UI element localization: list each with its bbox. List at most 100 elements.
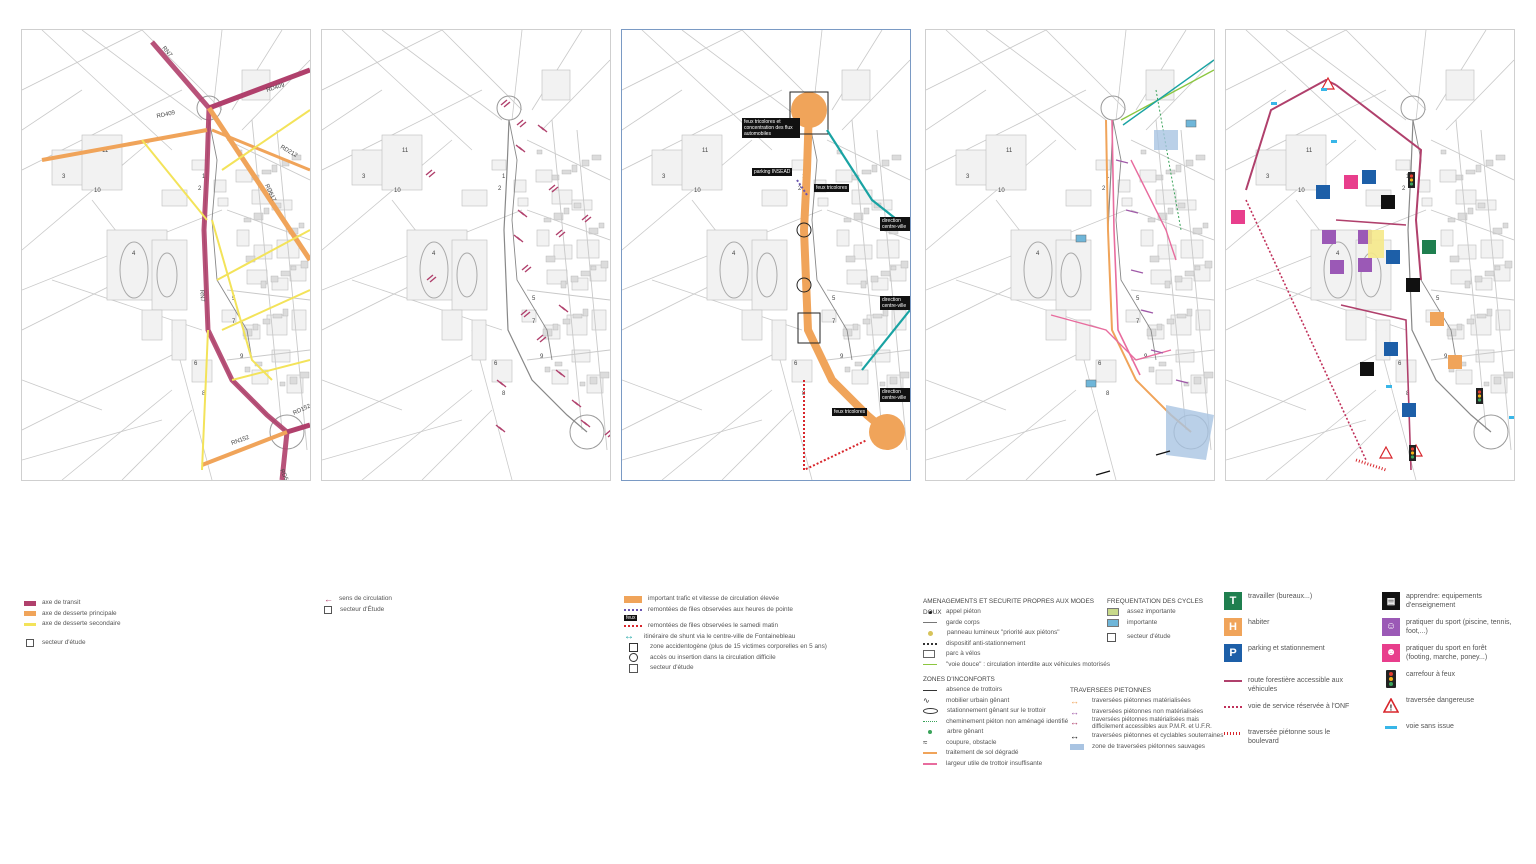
building-block: [835, 169, 853, 183]
swatch: [624, 595, 642, 603]
legend-label: parking et stationnement: [1248, 645, 1325, 652]
legend-label: accès ou insertion dans la circulation d…: [650, 653, 776, 661]
zigzag-icon: ≈: [923, 737, 928, 747]
building: [571, 164, 578, 173]
double-arrow-icon: ↔: [1070, 717, 1079, 727]
bike-parking: [1185, 119, 1197, 128]
sector-number: 11: [1006, 148, 1013, 154]
legend-item: ↔traversées piétonnes matérialisées mais…: [1070, 717, 1220, 731]
building: [854, 361, 863, 367]
legend-label: cheminement piéton non aménagé identifié: [946, 717, 1069, 725]
building-block: [1095, 359, 1117, 383]
roundabout: [1400, 95, 1426, 121]
street: [526, 349, 610, 361]
building-block: [1457, 244, 1477, 260]
traffic-light-lamp: [1410, 447, 1415, 451]
forest-path: [1226, 30, 1347, 91]
forest-path: [61, 389, 173, 480]
building-block: [217, 197, 229, 207]
legend-traffic-hierarchy: axe de transit axe de desserte principal…: [24, 598, 121, 648]
crossing: [1150, 349, 1164, 354]
sector-number: 10: [998, 188, 1005, 194]
callout-feux-tricolores-2: feux tricolores: [832, 408, 868, 416]
building-block: [1455, 369, 1473, 385]
forest-path: [22, 379, 103, 411]
street: [576, 129, 608, 451]
building-block: [451, 239, 488, 311]
building: [1486, 308, 1493, 317]
street: [551, 119, 583, 431]
direction-arrow: [581, 214, 589, 221]
legend-label: secteur d'Étude: [340, 605, 385, 613]
sector-number: 5: [532, 296, 536, 302]
building: [1177, 202, 1186, 209]
double-arrow-icon: ↔: [1070, 696, 1079, 706]
direction-arrow: [574, 401, 582, 408]
legend-item-secteur: secteur d'Étude: [324, 605, 392, 616]
stadium: [1060, 252, 1082, 298]
stadium: [119, 241, 149, 299]
building: [1147, 217, 1156, 223]
direction-arrow: [548, 184, 556, 191]
building: [1455, 174, 1464, 181]
stadium: [1323, 241, 1353, 299]
forest-path: [341, 30, 473, 151]
direction-arrow: [523, 311, 531, 318]
building-block: [1421, 197, 1433, 207]
legend-label: stationnement gênant sur le trottoir: [947, 707, 1046, 714]
traffic-light-lamp: [1477, 394, 1482, 398]
legend-label: panneau lumineux "priorité aux piétons": [947, 629, 1060, 636]
sector-number: 10: [94, 188, 101, 194]
narrow-sidewalk: [1050, 314, 1172, 361]
sector-number: 11: [702, 148, 709, 154]
building: [563, 207, 570, 215]
sector-number: 2: [498, 186, 502, 192]
secondary-axis: [141, 139, 208, 221]
legend-label: axe de transit: [42, 599, 81, 606]
legend-item: ↔traversées piétonnes matérialisées: [1070, 696, 1220, 707]
building: [551, 174, 560, 181]
secondary-axis: [231, 359, 310, 381]
stadium: [719, 241, 749, 299]
building: [1456, 323, 1463, 331]
swatch: [923, 664, 937, 666]
forest-path: [22, 89, 183, 171]
building: [1477, 202, 1486, 209]
swatch: [923, 721, 937, 723]
building-block: [551, 369, 569, 385]
building: [1156, 323, 1163, 331]
building-block: [471, 319, 487, 361]
forest-path: [322, 349, 483, 431]
legend-item-principale: axe de desserte principale: [24, 609, 121, 620]
forest-path: [441, 30, 523, 111]
warning-icon: [1378, 445, 1394, 459]
use-icon: [1360, 362, 1374, 376]
stadium: [1023, 241, 1053, 299]
book-icon: ▤: [1382, 592, 1400, 610]
forest-path: [121, 409, 193, 480]
direction-arrow: [518, 146, 526, 153]
building: [1474, 275, 1483, 283]
building-block: [1155, 369, 1173, 385]
shunt-route: [861, 309, 910, 371]
building: [1457, 212, 1468, 221]
forest-path: [1345, 30, 1427, 111]
principal-axis: [41, 128, 208, 162]
building: [291, 154, 302, 161]
forest-road: [1335, 84, 1423, 281]
legend-label: apprendre: equipements d'enseignement: [1406, 593, 1482, 609]
underground-crossing: [1095, 470, 1111, 476]
swatch: [1224, 732, 1242, 735]
legend-item: ↔traversées piétonnes non matérialisées: [1070, 707, 1220, 718]
street: [526, 209, 610, 241]
use-icon: [1384, 342, 1398, 356]
legend-item: garde corps: [923, 618, 1113, 629]
legend-label: axe de desserte principale: [42, 609, 117, 617]
